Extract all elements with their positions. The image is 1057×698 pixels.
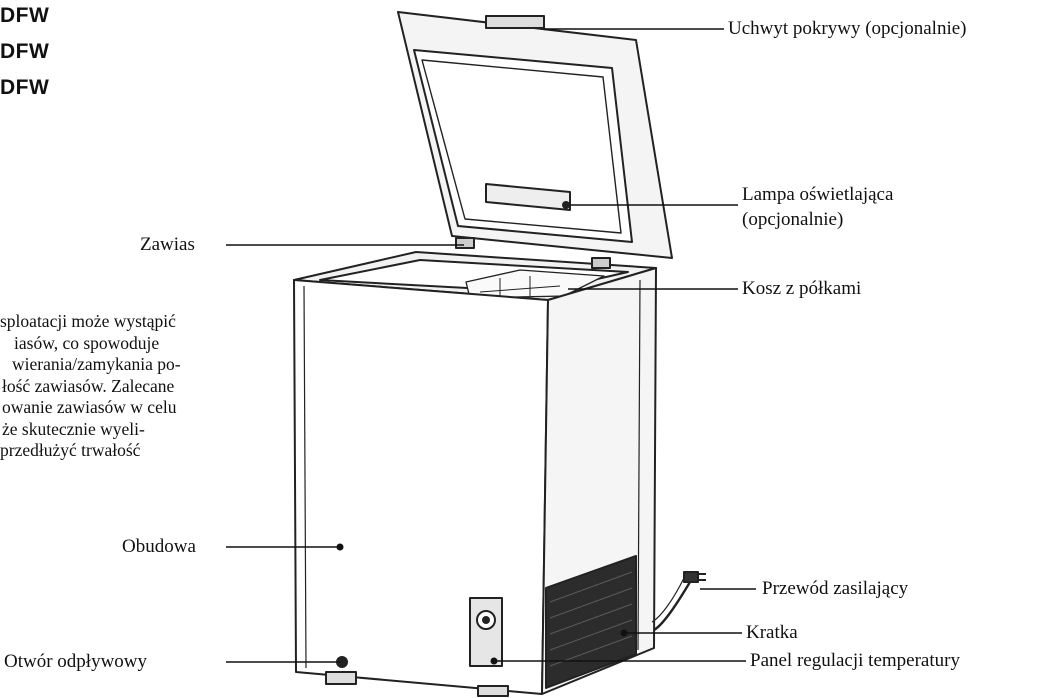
grille-marker	[620, 629, 628, 637]
power-cord	[651, 571, 706, 632]
note-line: przedłużyć trwałość	[0, 440, 141, 460]
label-grille: Kratka	[746, 622, 798, 643]
hinge-right	[591, 257, 611, 269]
label-basket: Kosz z półkami	[742, 278, 862, 299]
label-lamp-line1: Lampa oświetlająca	[742, 184, 894, 205]
lid-handle	[485, 15, 545, 29]
label-hinge: Zawias	[140, 234, 195, 255]
temp-panel-marker	[490, 657, 498, 665]
note-line: łość zawiasów. Zalecane	[2, 375, 175, 396]
note-line: wierania/zamykania po-	[12, 354, 181, 374]
temp-control-panel	[469, 597, 503, 667]
label-drain: Otwór odpływowy	[4, 651, 148, 672]
label-housing: Obudowa	[122, 536, 196, 557]
label-power-cord: Przewód zasilający	[762, 578, 909, 599]
cabinet-top	[293, 237, 657, 301]
label-lid-handle: Uchwyt pokrywy (opcjonalnie)	[728, 18, 967, 39]
hinge-left	[455, 237, 475, 249]
note-line: owanie zawiasów w celu	[2, 397, 177, 417]
label-lamp-line2: (opcjonalnie)	[742, 209, 844, 230]
model-name: DFW	[0, 4, 50, 27]
model-name: DFW	[0, 40, 50, 63]
note-line: że skutecznie wyeli-	[2, 418, 145, 439]
lamp	[485, 183, 571, 211]
cabinet-body	[293, 267, 657, 697]
model-name: DFW	[0, 76, 50, 99]
note-line: sploatacji może wystąpić	[0, 311, 176, 331]
housing-marker	[336, 543, 344, 551]
hinge-maintenance-note: sploatacji może wystąpić iasów, co spowo…	[0, 311, 290, 462]
grille	[545, 555, 637, 689]
leader-lines	[226, 28, 756, 663]
label-temp-panel: Panel regulacji temperatury	[750, 650, 960, 671]
lid	[397, 11, 673, 259]
note-line: iasów, co spowoduje	[14, 332, 160, 353]
